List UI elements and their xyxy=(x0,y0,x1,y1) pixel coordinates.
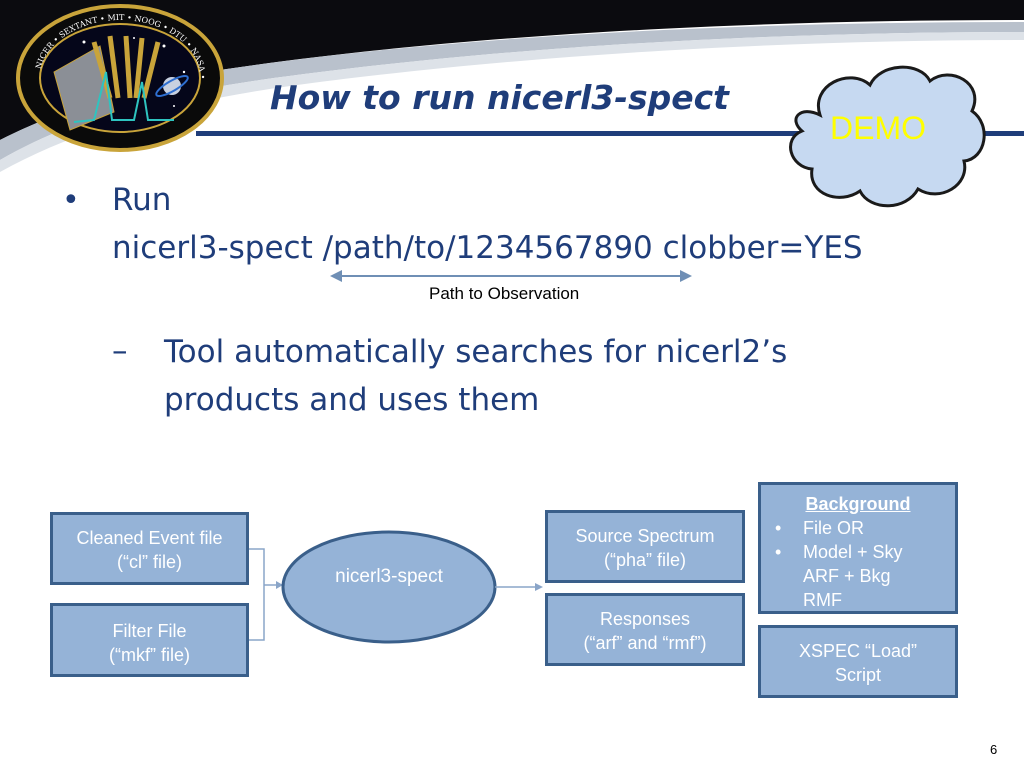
sub-bullet-dash: – xyxy=(112,333,128,369)
demo-cloud-shape xyxy=(789,65,986,208)
responses-box: Responses (“arf” and “rmf”) xyxy=(545,593,745,666)
cleaned-event-file-box: Cleaned Event file (“cl” file) xyxy=(50,512,249,585)
background-item-model: •Model + Sky xyxy=(775,542,903,562)
responses-line1: Responses xyxy=(599,609,691,629)
source-spectrum-line2: (“pha” file) xyxy=(603,550,687,570)
xspec-line1: XSPEC “Load” xyxy=(798,641,918,661)
xspec-load-script-box: XSPEC “Load” Script xyxy=(758,625,958,698)
xspec-line2: Script xyxy=(834,665,881,685)
demo-label: DEMO xyxy=(830,110,926,146)
source-spectrum-line1: Source Spectrum xyxy=(575,526,715,546)
sub-bullet-line2: products and uses them xyxy=(164,382,540,418)
command-text: nicerl3-spect /path/to/1234567890 clobbe… xyxy=(112,230,863,266)
page-number: 6 xyxy=(990,742,998,757)
background-title: Background xyxy=(805,494,911,514)
nicerl3-spect-label: nicerl3-spect xyxy=(335,566,443,587)
cleaned-event-line1: Cleaned Event file xyxy=(76,528,223,548)
cleaned-event-line2: (“cl” file) xyxy=(117,552,182,572)
filter-file-box: Filter File (“mkf” file) xyxy=(50,603,249,677)
background-item-model-cont1: ARF + Bkg xyxy=(803,566,891,586)
filter-file-line1: Filter File xyxy=(112,621,187,641)
flow-connectors xyxy=(248,530,543,644)
sub-bullet-line1: Tool automatically searches for nicerl2’… xyxy=(164,334,788,370)
responses-line2: (“arf” and “rmf”) xyxy=(583,633,707,653)
background-box: Background •File OR •Model + Sky ARF + B… xyxy=(758,482,958,614)
path-double-arrow xyxy=(330,270,692,282)
source-spectrum-box: Source Spectrum (“pha” file) xyxy=(545,510,745,583)
run-label: Run xyxy=(112,182,172,218)
background-item-model-cont2: RMF xyxy=(803,590,842,610)
filter-file-line2: (“mkf” file) xyxy=(109,645,190,665)
bullet-dot: • xyxy=(62,183,80,218)
header-banner xyxy=(0,0,1024,172)
nicer-sextant-logo: NICER • SEXTANT • MIT • NOOG • DTU • NAS… xyxy=(14,2,224,152)
background-item-file-or: •File OR xyxy=(775,518,865,538)
slide-title: How to run nicerl3-spect xyxy=(270,78,729,117)
path-to-observation-label: Path to Observation xyxy=(429,284,580,303)
